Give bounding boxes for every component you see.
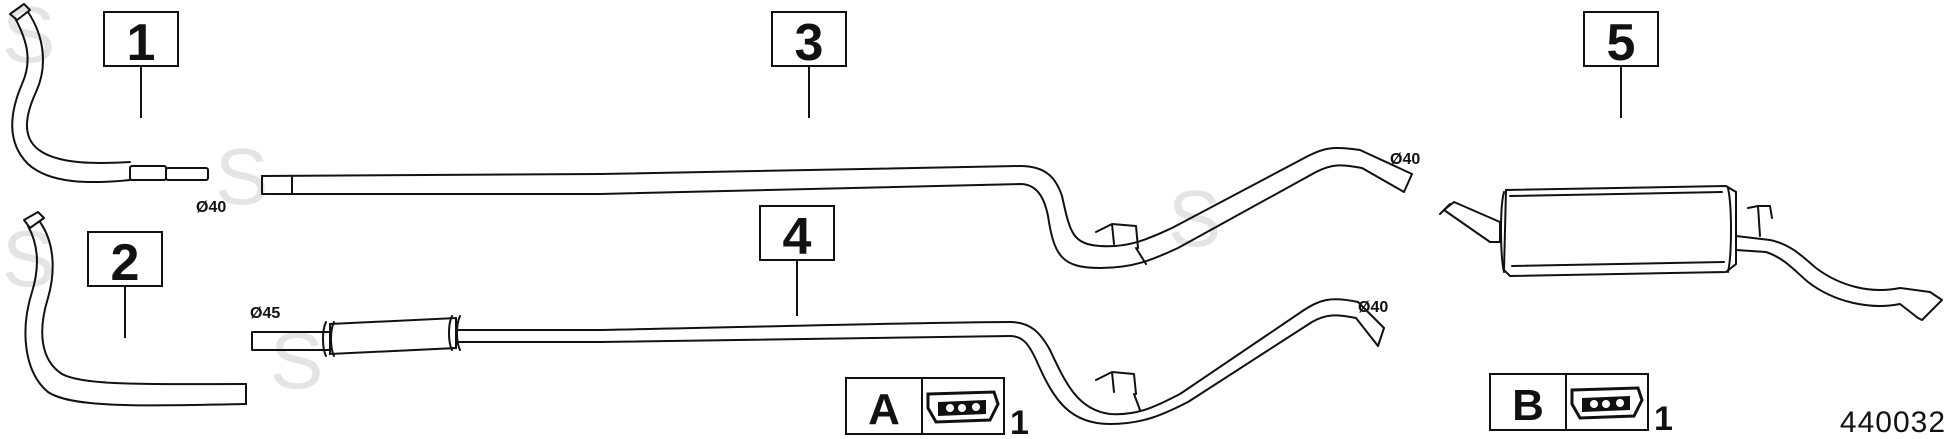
part-3-middle-pipe [261, 147, 1413, 269]
diameter-label-part4-outlet: Ø40 [1358, 299, 1388, 316]
callout-2: 2 [87, 231, 163, 338]
reference-number: 440032 [1840, 406, 1946, 439]
svg-text:S: S [215, 132, 268, 221]
diameter-label-part4-inlet: Ø45 [250, 305, 280, 322]
svg-text:A: A [868, 385, 900, 434]
svg-text:2: 2 [111, 234, 140, 292]
callout-1: 1 [103, 11, 179, 118]
svg-text:4: 4 [783, 208, 812, 266]
diameter-label-part3: Ø40 [1390, 151, 1420, 168]
svg-text:1: 1 [1654, 400, 1673, 438]
part-1-front-pipe [9, 3, 209, 184]
svg-text:B: B [1512, 381, 1544, 430]
diameter-label-part1: Ø40 [196, 199, 226, 216]
svg-text:1: 1 [127, 14, 156, 72]
svg-text:S: S [270, 316, 323, 405]
svg-text:1: 1 [1010, 404, 1029, 439]
legend-a: A 1 [845, 377, 1029, 439]
hanger-bracket-icon [1570, 386, 1644, 420]
hanger-bracket-icon [926, 390, 1000, 424]
svg-text:5: 5 [1607, 14, 1636, 72]
part-4-middle-pipe-with-resonator [251, 298, 1385, 425]
callout-5: 5 [1583, 11, 1659, 118]
callout-4: 4 [759, 205, 835, 316]
callout-3: 3 [771, 11, 847, 118]
part-2-down-pipe [23, 211, 247, 407]
legend-b: B 1 [1489, 373, 1673, 438]
watermark: S S S S S [2, 0, 1221, 405]
svg-text:3: 3 [795, 14, 824, 72]
part-5-rear-silencer [1439, 184, 1943, 321]
